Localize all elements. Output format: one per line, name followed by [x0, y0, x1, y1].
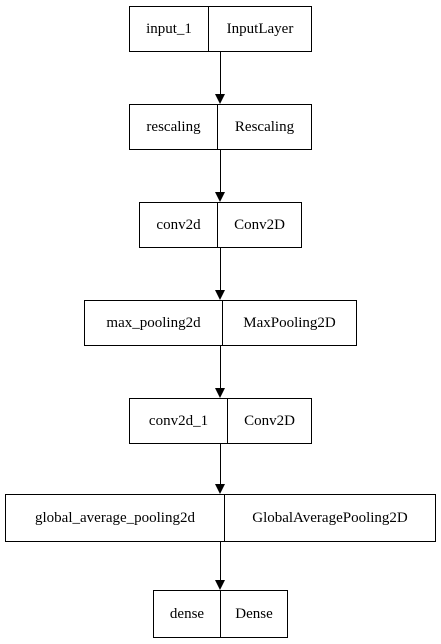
arrowhead — [215, 290, 225, 300]
layer-type: Conv2D — [244, 412, 295, 429]
layer-node-max-pooling2d: max_pooling2d MaxPooling2D — [84, 300, 357, 346]
layer-name: conv2d — [140, 203, 218, 247]
edge-line — [220, 52, 221, 94]
edge-line — [220, 248, 221, 290]
arrowhead — [215, 94, 225, 104]
edge-line — [220, 542, 221, 580]
layer-name: conv2d_1 — [130, 399, 228, 443]
layer-type: Conv2D — [234, 216, 285, 233]
layer-node-rescaling: rescaling Rescaling — [129, 104, 312, 150]
arrowhead — [215, 484, 225, 494]
layer-name: global_average_pooling2d — [6, 495, 225, 541]
layer-type: Rescaling — [234, 118, 295, 135]
layer-node-conv2d-1: conv2d_1 Conv2D — [129, 398, 312, 444]
layer-type: MaxPooling2D — [243, 314, 336, 331]
layer-name: input_1 — [130, 7, 209, 51]
layer-node-global-average-pooling2d: global_average_pooling2d GlobalAveragePo… — [5, 494, 436, 542]
arrowhead — [215, 580, 225, 590]
layer-name: dense — [154, 591, 221, 637]
layer-node-dense: dense Dense — [153, 590, 288, 638]
layer-node-input-1: input_1 InputLayer — [129, 6, 312, 52]
edge-line — [220, 444, 221, 484]
arrowhead — [215, 388, 225, 398]
layer-name: rescaling — [130, 105, 218, 149]
layer-type: GlobalAveragePooling2D — [252, 509, 408, 526]
layer-name: max_pooling2d — [85, 301, 223, 345]
edge-line — [220, 346, 221, 388]
layer-node-conv2d: conv2d Conv2D — [139, 202, 302, 248]
arrowhead — [215, 192, 225, 202]
edge-line — [220, 150, 221, 192]
layer-type: Dense — [235, 605, 273, 622]
layer-type: InputLayer — [226, 20, 294, 37]
